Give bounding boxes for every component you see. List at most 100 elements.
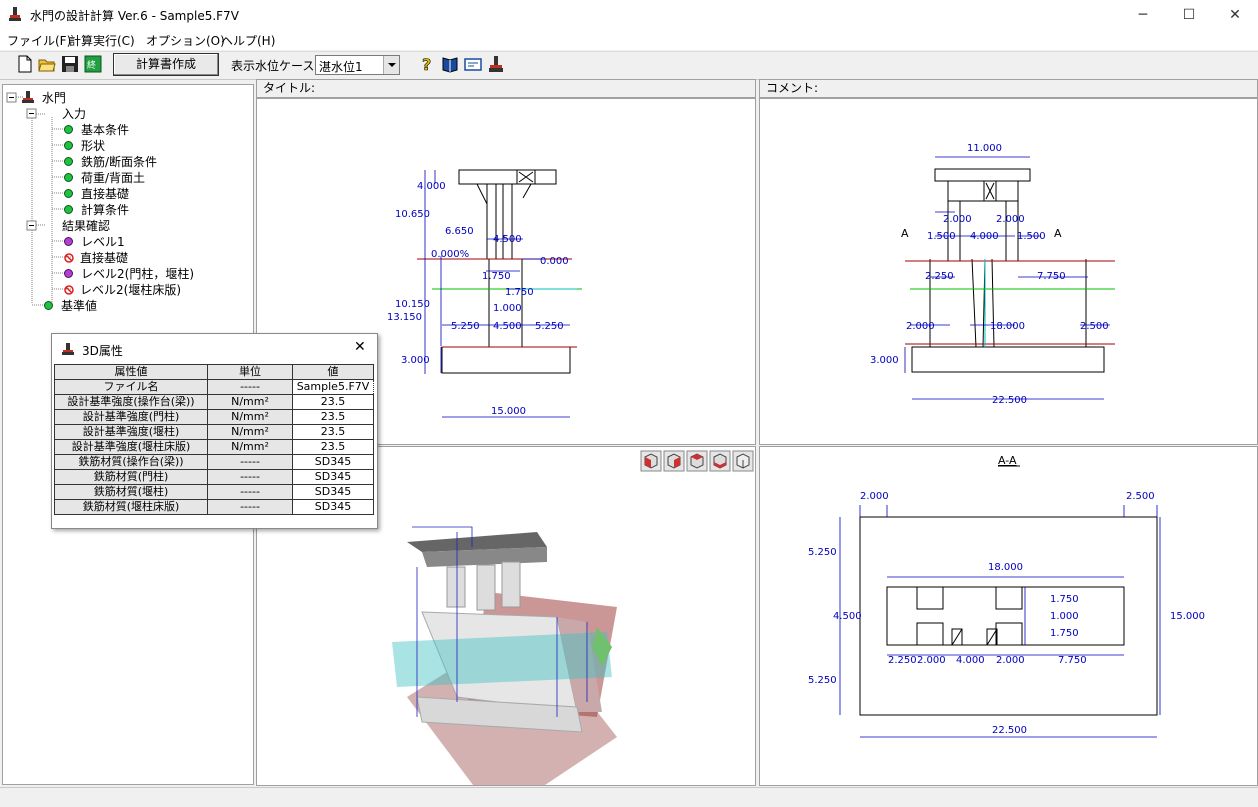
- tree-standard-values[interactable]: 基準値: [44, 298, 97, 314]
- 3d-attributes-dialog: 3D属性 ✕ 属性値 単位 値 ファイル名-----Sample5.F7V 設計…: [51, 333, 378, 529]
- dim-label: 22.500: [992, 395, 1027, 406]
- dim-label: 5.250: [808, 675, 837, 686]
- dim-label: 18.000: [988, 562, 1023, 573]
- tree-input[interactable]: 入力: [62, 107, 87, 121]
- tree-item-calc-conditions[interactable]: 計算条件: [64, 202, 129, 218]
- window-title: 水門の設計計算 Ver.6 - Sample5.F7V: [30, 9, 239, 23]
- maximize-button[interactable]: ☐: [1182, 7, 1196, 23]
- manual-book-icon[interactable]: [441, 55, 459, 73]
- menu-help[interactable]: ヘルプ(H): [221, 34, 276, 48]
- section-view-panel: A-A 2.000 2.500 5.250 18.000 4.500 1.750…: [759, 446, 1258, 786]
- tree-item-basic-conditions[interactable]: 基本条件: [64, 122, 129, 138]
- tree-item-level2-pillar[interactable]: レベル2(門柱，堰柱): [64, 266, 194, 282]
- tree-item-load[interactable]: 荷重/背面土: [64, 170, 145, 186]
- exit-icon[interactable]: 終: [84, 55, 102, 73]
- menu-calculate[interactable]: 計算実行(C): [69, 34, 135, 48]
- dim-label: 13.150: [387, 312, 422, 323]
- dim-label: 4.500: [833, 611, 862, 622]
- side-view-panel: 11.000 2.000 2.000 1.500 4.000 1.500 2.2…: [759, 98, 1258, 445]
- menu-file[interactable]: ファイル(F): [7, 34, 72, 48]
- dim-label: 15.000: [491, 406, 526, 417]
- tree-item-rebar[interactable]: 鉄筋/断面条件: [64, 154, 157, 170]
- about-icon[interactable]: [487, 55, 505, 73]
- prohibited-icon: [64, 253, 74, 263]
- table-row: ファイル名-----Sample5.F7V: [54, 379, 374, 395]
- tree-item-level2-slab[interactable]: レベル2(堰柱床版): [64, 282, 181, 298]
- dim-label: 2.000: [996, 655, 1025, 666]
- status-ok-icon: [64, 125, 73, 134]
- view-top-button[interactable]: [686, 450, 708, 472]
- tree-item-foundation[interactable]: 直接基礎: [64, 186, 129, 202]
- dim-label: 2.000: [996, 214, 1025, 225]
- sluice-gate-icon: [22, 91, 34, 103]
- header-attribute: 属性値: [54, 364, 208, 380]
- dialog-close-button[interactable]: ✕: [354, 339, 366, 355]
- front-view-drawing: 4.000 10.650 6.650 4.500 0.000% 0.000 1.…: [387, 169, 582, 418]
- tree-item-label: 荷重/背面土: [81, 171, 146, 185]
- dim-label: 5.250: [535, 321, 564, 332]
- view-bottom-button[interactable]: [709, 450, 731, 472]
- dim-label: 2.000: [917, 655, 946, 666]
- save-icon[interactable]: [61, 55, 79, 73]
- dim-label: 6.650: [445, 226, 474, 237]
- tree-item-label: 直接基礎: [80, 251, 129, 265]
- dim-label: 1.750: [482, 271, 511, 282]
- dim-label: 1.750: [505, 287, 534, 298]
- dim-label: 18.000: [990, 321, 1025, 332]
- tree-item-level1[interactable]: レベル1: [64, 234, 125, 250]
- view-right-button[interactable]: [663, 450, 685, 472]
- dim-label: 1.000: [493, 303, 522, 314]
- help-icon[interactable]: ?: [418, 55, 436, 73]
- attributes-table: 属性値 単位 値 ファイル名-----Sample5.F7V 設計基準強度(操作…: [54, 364, 374, 515]
- tree-item-shape[interactable]: 形状: [64, 138, 105, 154]
- title-bar: 水門の設計計算 Ver.6 - Sample5.F7V ─ ☐ ✕: [0, 0, 1258, 30]
- table-row: 鉄筋材質(堰柱床版)-----SD345: [54, 499, 374, 515]
- chevron-down-icon[interactable]: [383, 56, 399, 74]
- section-title: A-A: [998, 454, 1017, 467]
- table-row: 鉄筋材質(門柱)-----SD345: [54, 469, 374, 485]
- dim-label: 15.000: [1170, 611, 1205, 622]
- dim-label: 5.250: [451, 321, 480, 332]
- tree-root[interactable]: 水門: [22, 90, 66, 106]
- status-ok-icon: [64, 205, 73, 214]
- tree-root-label: 水門: [41, 91, 66, 105]
- view-iso-button[interactable]: [732, 450, 754, 472]
- dim-label: 22.500: [992, 725, 1027, 736]
- menu-options[interactable]: オプション(O): [146, 34, 225, 48]
- create-report-button[interactable]: 計算書作成: [113, 53, 219, 76]
- info-card-icon[interactable]: [464, 55, 482, 73]
- view-front-button[interactable]: [640, 450, 662, 472]
- dim-label: 1.500: [1017, 231, 1046, 242]
- dim-label: 10.150: [395, 299, 430, 310]
- tree-item-label: 基準値: [61, 299, 98, 313]
- status-bar: [0, 787, 1258, 807]
- dim-label: 10.650: [395, 209, 430, 220]
- cube-view-icon: [640, 450, 662, 472]
- section-mark: A: [901, 227, 909, 240]
- dim-label: 2.000: [906, 321, 935, 332]
- dim-label: 7.750: [1058, 655, 1087, 666]
- dim-label: 11.000: [967, 143, 1002, 154]
- tree-item-label: 鉄筋/断面条件: [81, 155, 158, 169]
- dim-label: 1.750: [1050, 594, 1079, 605]
- title-panel-header: タイトル:: [256, 79, 756, 98]
- status-ok-icon: [64, 189, 73, 198]
- dim-label: 4.000: [417, 181, 446, 192]
- tree-item-direct-foundation-result[interactable]: 直接基礎: [64, 250, 128, 266]
- table-row: 鉄筋材質(堰柱)-----SD345: [54, 484, 374, 500]
- open-folder-icon[interactable]: [38, 55, 56, 73]
- tree-results[interactable]: 結果確認: [62, 219, 111, 233]
- comment-panel-header: コメント:: [759, 79, 1258, 98]
- water-case-label: 表示水位ケース: [231, 59, 315, 73]
- app-icon: [62, 343, 74, 355]
- new-file-icon[interactable]: [16, 55, 34, 73]
- water-case-select[interactable]: 湛水位1: [315, 55, 400, 75]
- close-window-button[interactable]: ✕: [1229, 7, 1241, 23]
- minimize-button[interactable]: ─: [1138, 7, 1148, 23]
- app-icon: [9, 7, 21, 21]
- tree-item-label: レベル2(堰柱床版): [80, 283, 181, 297]
- menu-bar: [0, 30, 1258, 50]
